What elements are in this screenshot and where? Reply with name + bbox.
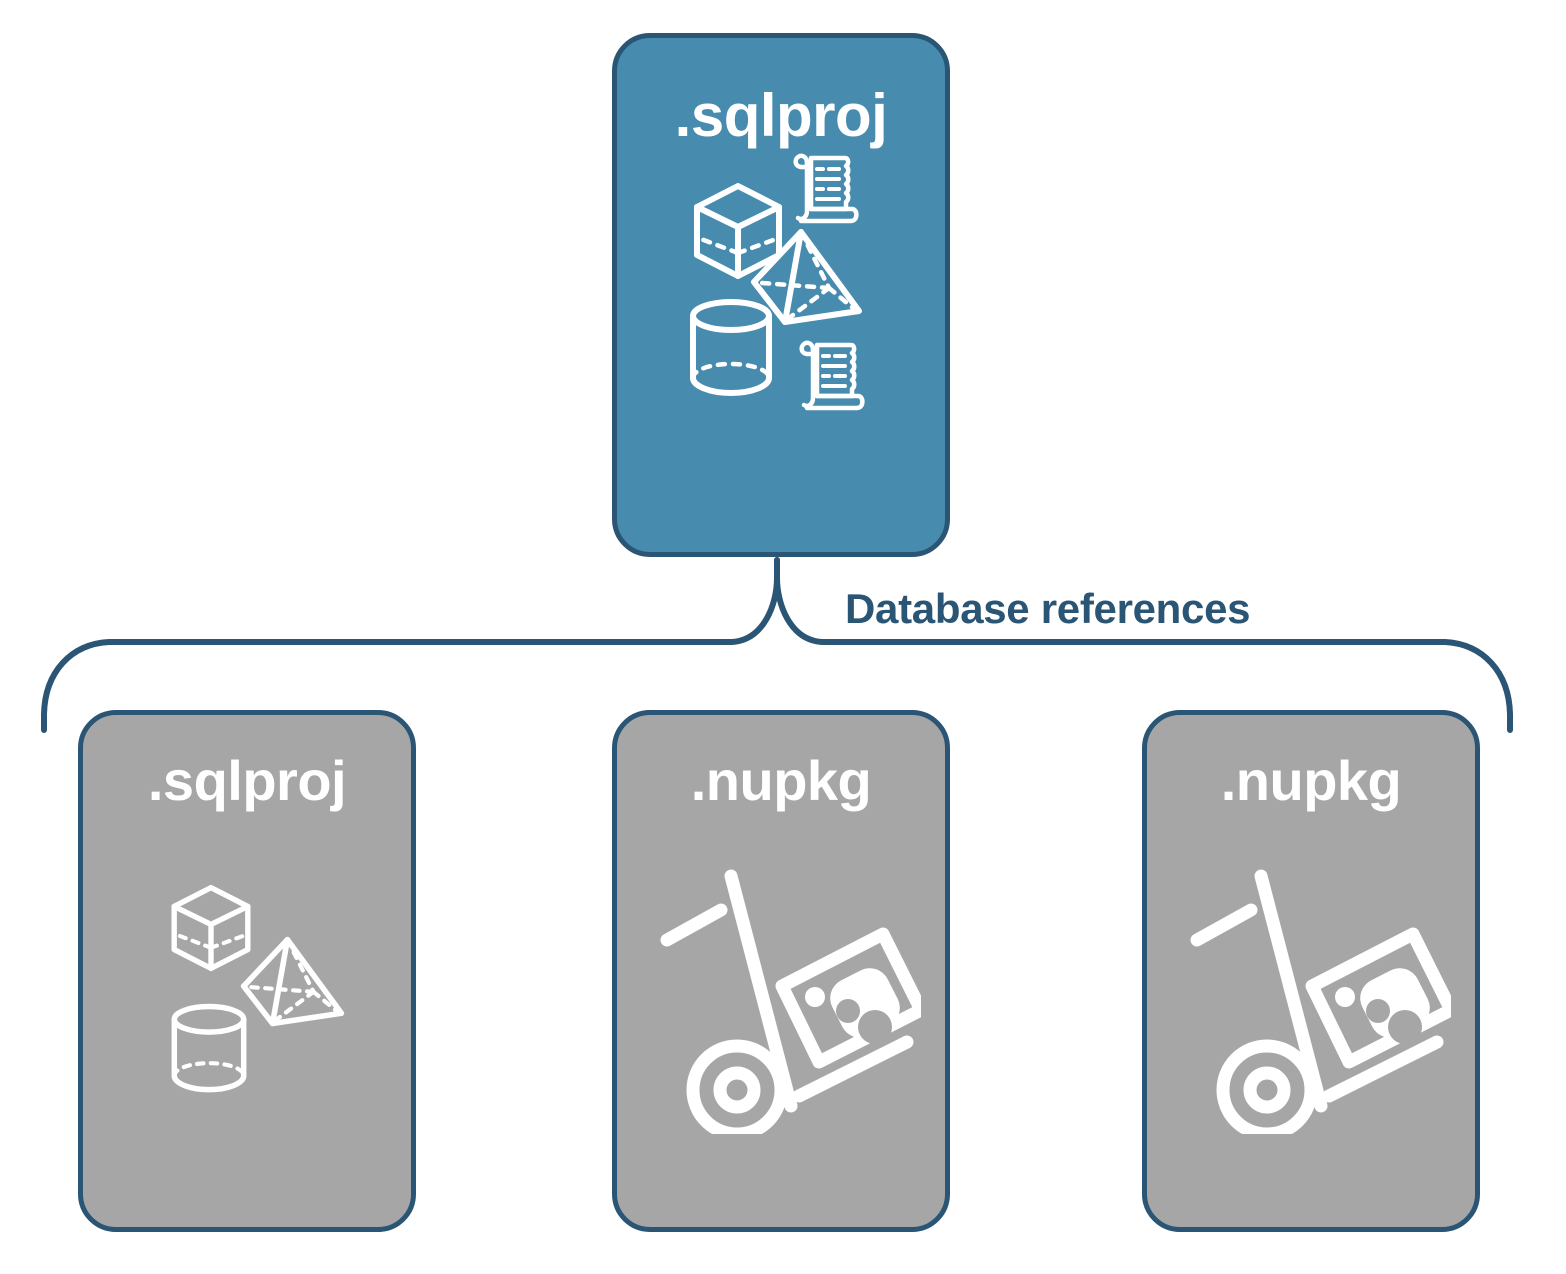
pyramid-icon	[751, 229, 862, 325]
node-root-label: .sqlproj	[674, 82, 888, 149]
node-child-nupkg-1-icon-area	[617, 809, 945, 1227]
node-child-nupkg-2-icon-area	[1147, 809, 1475, 1227]
node-child-nupkg-1[interactable]: .nupkg	[612, 710, 950, 1232]
brace-label: Database references	[845, 585, 1251, 632]
scroll-icon	[799, 340, 865, 411]
cube-icon	[171, 884, 251, 972]
node-child-sqlproj-label: .sqlproj	[147, 749, 347, 812]
hand-truck-package-icon	[660, 869, 921, 1134]
node-root-icon-area	[617, 146, 945, 552]
node-root-sqlproj[interactable]: .sqlproj	[612, 33, 950, 557]
hand-truck-package-icon	[1190, 869, 1451, 1134]
pyramid-icon	[240, 936, 345, 1027]
node-child-sqlproj[interactable]: .sqlproj	[78, 710, 416, 1232]
node-child-nupkg-1-label: .nupkg	[690, 749, 872, 812]
node-child-nupkg-2-label: .nupkg	[1220, 749, 1402, 812]
node-child-nupkg-2[interactable]: .nupkg	[1142, 710, 1480, 1232]
cylinder-icon	[690, 299, 772, 396]
node-child-sqlproj-icon-area	[83, 809, 411, 1227]
scroll-icon	[793, 153, 859, 224]
cylinder-icon	[171, 1003, 247, 1093]
